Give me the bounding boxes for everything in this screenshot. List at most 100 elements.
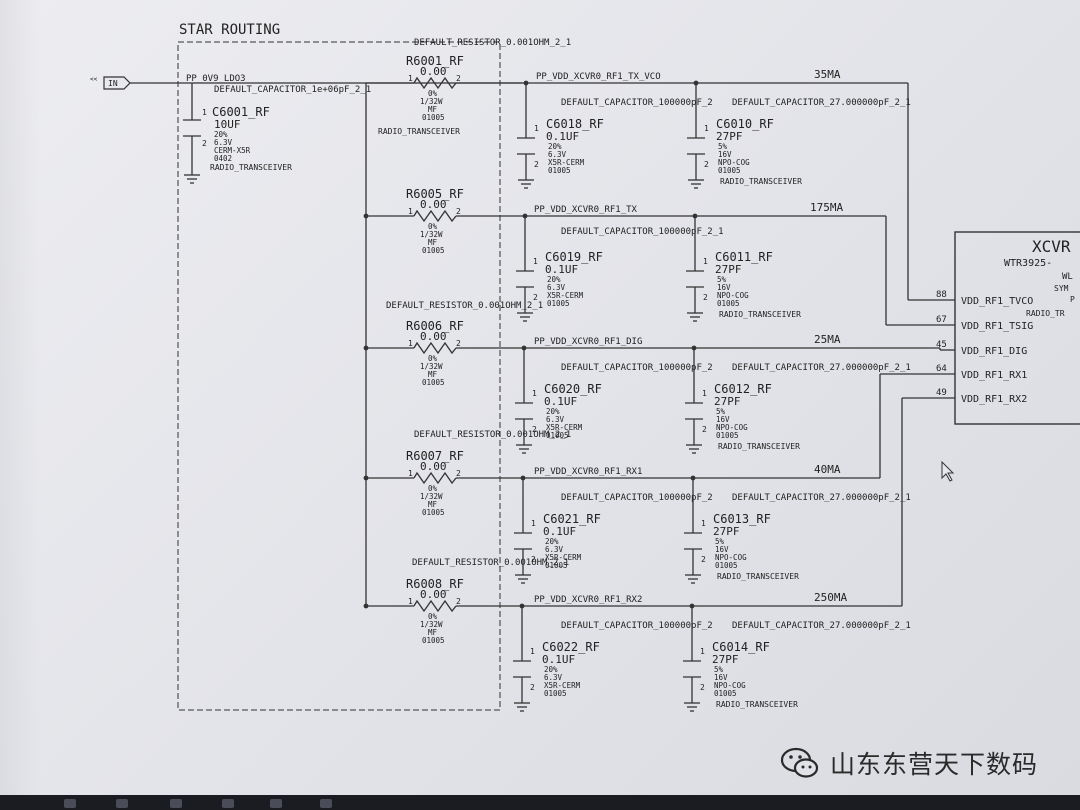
capacitor-pin2: 2	[704, 160, 709, 169]
capacitor-pin1: 1	[532, 389, 537, 398]
wire	[366, 82, 955, 301]
capacitor-pin2: 2	[533, 293, 538, 302]
capacitor-package: 01005	[547, 299, 570, 308]
capacitor-dielectric: NPO-COG	[717, 291, 749, 300]
windows-taskbar	[0, 795, 1080, 810]
c6001-voltage: 6.3V	[214, 138, 233, 147]
resistor-package: 01005	[422, 246, 445, 255]
wire	[366, 215, 955, 326]
current-label: 40MA	[814, 463, 841, 476]
capacitor-voltage: 16V	[715, 545, 729, 554]
input-port[interactable]: IN	[103, 76, 131, 90]
capacitor: 12C6011_RF27PF5%16VNPO-COG01005RADIO_TRA…	[686, 213, 801, 322]
capacitor-dielectric: X5R-CERM	[546, 423, 583, 432]
c6001-tolerance: 20%	[214, 130, 228, 139]
resistor-pin1: 1	[408, 74, 413, 83]
capacitor-pin2: 2	[530, 683, 535, 692]
capacitor-voltage: 16V	[718, 150, 732, 159]
capacitor-value: 0.1UF	[542, 653, 575, 666]
task-view-icon[interactable]	[170, 799, 182, 808]
wire	[366, 347, 955, 351]
resistor-type: MF	[428, 500, 438, 509]
chip-pin-number: 49	[936, 388, 947, 398]
chip-title: XCVR	[1032, 237, 1071, 256]
capacitor-pin2: 2	[702, 425, 707, 434]
capacitor-value: 0.1UF	[543, 525, 576, 538]
wire	[366, 397, 955, 607]
wire	[366, 373, 955, 479]
input-port-arrows: <<	[90, 76, 98, 83]
edge-icon[interactable]	[222, 799, 234, 808]
capacitor-dielectric: X5R-CERM	[545, 553, 582, 562]
capacitor-note: DEFAULT_CAPACITOR_100000pF_2	[561, 363, 713, 373]
resistor-value: 0.00	[420, 330, 447, 343]
capacitor-pin1: 1	[531, 519, 536, 528]
capacitor-tolerance: 5%	[715, 537, 725, 546]
resistor-power: 1/32W	[420, 230, 443, 239]
resistor-power: 1/32W	[420, 97, 443, 106]
c6001-dielectric: CERM-X5R	[214, 146, 251, 155]
resistor-pin2: 2	[456, 74, 461, 83]
capacitor-dielectric: NPO-COG	[714, 681, 746, 690]
c6001-pin2: 2	[202, 139, 207, 148]
app-icon[interactable]	[320, 799, 332, 808]
resistor-symbol	[413, 76, 457, 90]
capacitor-tolerance: 5%	[718, 142, 728, 151]
resistor-tolerance: 0%	[428, 612, 438, 621]
resistor-type: MF	[428, 628, 438, 637]
capacitor-tolerance: 20%	[548, 142, 562, 151]
current-label: 35MA	[814, 68, 841, 81]
capacitor-group: RADIO_TRANSCEIVER	[719, 310, 801, 319]
capacitor-pin2: 2	[703, 293, 708, 302]
folder-icon[interactable]	[270, 799, 282, 808]
capacitor: 12C6010_RF27PF5%16VNPO-COG01005RADIO_TRA…	[687, 80, 802, 189]
capacitor-value: 0.1UF	[546, 130, 579, 143]
capacitor-package: 01005	[544, 689, 567, 698]
resistor-package: 01005	[422, 113, 445, 122]
resistor-package: 01005	[422, 378, 445, 387]
resistor-pin1: 1	[408, 339, 413, 348]
capacitor-package: 01005	[716, 431, 739, 440]
resistor-power: 1/32W	[420, 492, 443, 501]
search-icon[interactable]	[116, 799, 128, 808]
capacitor-tolerance: 5%	[714, 665, 724, 674]
resistor-tolerance: 0%	[428, 222, 438, 231]
capacitor-package: 01005	[548, 166, 571, 175]
start-icon[interactable]	[64, 799, 76, 808]
chip-pin-number: 45	[936, 340, 947, 350]
net-label: PP_VDD_XCVR0_RF1_TX	[534, 205, 638, 215]
input-cap-note: DEFAULT_CAPACITOR_1e+06pF_2_1	[214, 85, 371, 95]
capacitor-package: 01005	[718, 166, 741, 175]
capacitor-note: DEFAULT_CAPACITOR_100000pF_2	[561, 98, 713, 108]
capacitor-note: DEFAULT_CAPACITOR_27.000000pF_2_1	[732, 98, 911, 108]
resistor-value: 0.00	[420, 65, 447, 78]
capacitor-ref: C6013_RF	[713, 512, 771, 526]
capacitor-value: 27PF	[715, 263, 742, 276]
capacitor: 12C6012_RF27PF5%16VNPO-COG01005RADIO_TRA…	[685, 345, 800, 454]
capacitor-dielectric: X5R-CERM	[544, 681, 581, 690]
capacitor-value: 0.1UF	[545, 263, 578, 276]
c6001-ref: C6001_RF	[212, 105, 270, 119]
capacitor-group: RADIO_TRANSCEIVER	[716, 700, 798, 709]
capacitor-value: 27PF	[712, 653, 739, 666]
capacitor-pin2: 2	[531, 555, 536, 564]
chip-pin-name: VDD_RF1_TSIG	[961, 321, 1033, 332]
resistor-value: 0.00	[420, 588, 447, 601]
capacitor-voltage: 6.3V	[547, 283, 566, 292]
chip-pin-number: 64	[936, 364, 947, 374]
resistor-pin2: 2	[456, 469, 461, 478]
capacitor-note: DEFAULT_CAPACITOR_27.000000pF_2_1	[732, 363, 911, 373]
capacitor-pin1: 1	[700, 647, 705, 656]
chip-sub2: SYM	[1054, 284, 1069, 293]
c6001-group: RADIO_TRANSCEIVER	[210, 163, 292, 172]
resistor-pin1: 1	[408, 597, 413, 606]
capacitor-value: 27PF	[713, 525, 740, 538]
